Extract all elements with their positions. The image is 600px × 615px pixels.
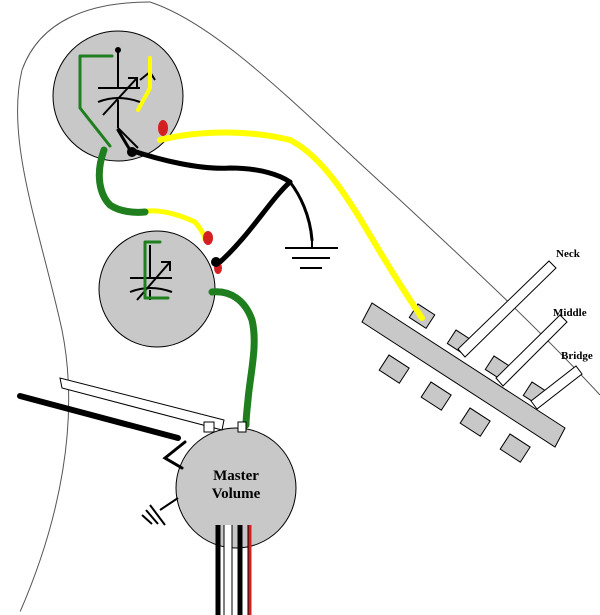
switch-label-middle: Middle	[553, 307, 587, 319]
capacitor-symbol-1	[97, 50, 156, 149]
switch-lug	[420, 381, 452, 411]
middle-lead	[495, 314, 568, 387]
master-volume-pot	[175, 427, 297, 549]
ground-symbol	[285, 240, 338, 269]
solder-black-points	[115, 47, 221, 267]
green-wires	[78, 54, 258, 429]
selector-switch	[361, 302, 566, 463]
pickup-leads	[59, 260, 583, 431]
black-wires	[17, 128, 314, 470]
switch-bar	[361, 302, 566, 448]
output-white-lead	[59, 377, 225, 431]
guitar-body-outline	[17, 1, 151, 613]
switch-label-bridge: Bridge	[561, 350, 593, 362]
switch-lug	[459, 407, 491, 437]
switch-label-neck: Neck	[556, 248, 581, 260]
volume-lugs	[203, 421, 247, 433]
switch-lug	[499, 433, 531, 463]
bridge-lead	[530, 365, 583, 410]
output-cable	[215, 525, 252, 615]
master-volume-label-line1: Master	[213, 468, 259, 484]
neck-lead	[457, 260, 557, 358]
volume-ground-symbol	[141, 497, 179, 526]
master-volume-label-line2: Volume	[212, 486, 261, 502]
switch-lug	[378, 354, 410, 384]
pickguard-outline	[149, 1, 600, 396]
